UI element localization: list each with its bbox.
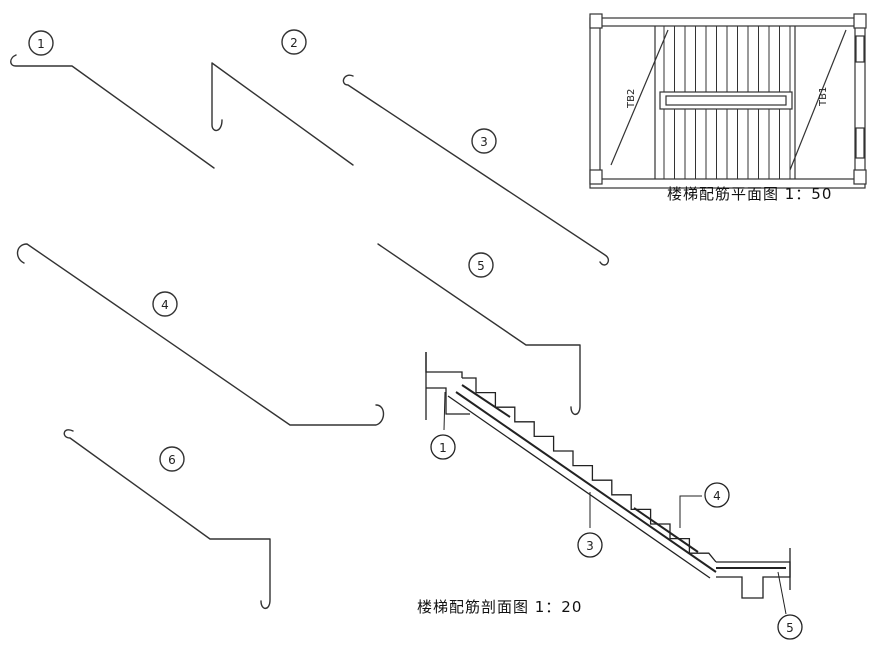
rebar-1: 1 <box>10 30 215 169</box>
rebar-6-shape <box>63 429 271 610</box>
rebar-2-callout <box>281 29 307 55</box>
rebar-3-callout <box>471 128 497 154</box>
rebar-5-callout <box>468 252 494 278</box>
section-title: 楼梯配筋剖面图 1：20 <box>417 598 583 616</box>
leader-5 <box>777 571 787 615</box>
plan-stair-well-inner <box>665 95 787 106</box>
plan-column-br <box>853 169 867 185</box>
rebar-shapes: 1 2 3 4 5 6 <box>10 29 609 610</box>
rebar-1-callout <box>28 30 54 56</box>
section-soffit <box>447 395 711 579</box>
section-callout-3-circle <box>577 532 603 558</box>
plan-slab-label-tb2: TB2 <box>626 89 637 109</box>
rebar-3-shape <box>342 74 609 266</box>
rebar-6: 6 <box>63 429 271 610</box>
plan-slab-label-tb1: TB1 <box>818 87 829 107</box>
section-view: 1 3 4 5 <box>425 352 803 640</box>
section-bottom-rebar <box>455 391 717 573</box>
plan-column-tr <box>853 13 867 29</box>
rebar-6-label: 6 <box>168 453 176 467</box>
plan-outer-wall <box>589 17 866 189</box>
plan-column-tl <box>589 13 603 29</box>
rebar-5: 5 <box>377 243 581 416</box>
rebar-4-shape <box>16 243 385 426</box>
rebar-3-label: 3 <box>480 135 488 149</box>
section-callout-5-circle <box>777 614 803 640</box>
plan-column-mr1 <box>855 35 865 63</box>
rebar-4: 4 <box>16 243 385 426</box>
plan-treads <box>663 26 791 179</box>
rebar-2: 2 <box>211 29 354 166</box>
plan-title: 楼梯配筋平面图 1：50 <box>667 185 833 203</box>
plan-stair-well-outer <box>659 91 793 110</box>
section-callout-5-label: 5 <box>786 621 794 635</box>
rebar-1-shape <box>10 54 215 169</box>
section-callout-1-circle <box>430 434 456 460</box>
rebar-2-label: 2 <box>290 36 298 50</box>
section-callout-4-label: 4 <box>713 489 721 503</box>
rebar-4-label: 4 <box>161 298 169 312</box>
section-callout-4-circle <box>704 482 730 508</box>
leader-4 <box>679 495 702 528</box>
rebar-6-callout <box>159 446 185 472</box>
section-top-rebar-lower <box>633 507 699 553</box>
rebar-5-label: 5 <box>477 259 485 273</box>
section-top-rebar-upper <box>461 384 511 418</box>
section-step-profile <box>462 377 717 563</box>
rebar-4-callout <box>152 291 178 317</box>
rebar-2-shape <box>211 62 354 166</box>
plan-view: TB2 TB1 <box>589 13 867 189</box>
plan-column-mr2 <box>855 127 865 159</box>
plan-diagonal-left <box>610 29 669 166</box>
rebar-3: 3 <box>342 74 609 266</box>
rebar-1-label: 1 <box>37 37 45 51</box>
plan-diagonal-right <box>789 29 847 171</box>
section-upper-landing <box>425 352 470 415</box>
plan-column-bl <box>589 169 603 185</box>
section-callout-3-label: 3 <box>586 539 594 553</box>
section-callout-1-label: 1 <box>439 441 447 455</box>
rebar-5-shape <box>377 243 581 416</box>
leader-1 <box>443 391 446 431</box>
